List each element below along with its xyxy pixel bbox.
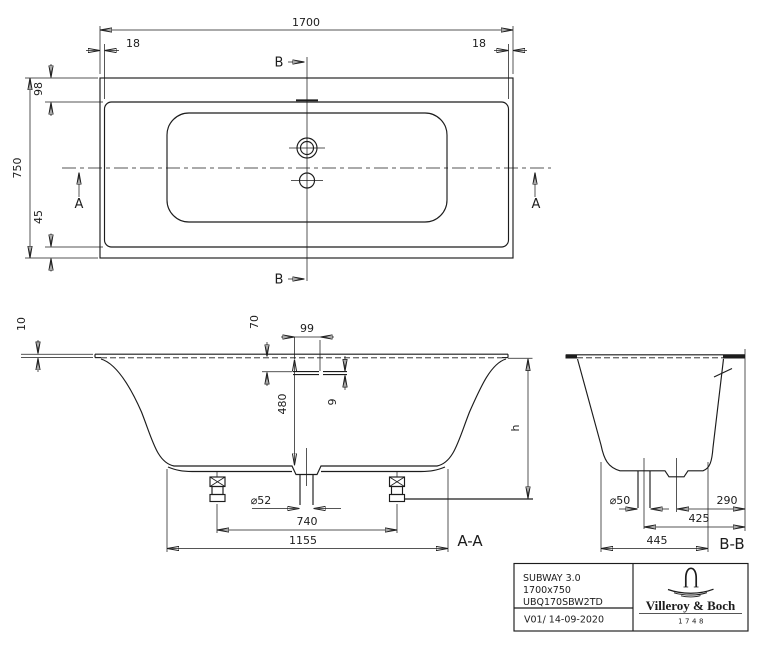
section-bb-label: B-B [719, 535, 744, 553]
section-bb-view [565, 354, 745, 529]
dim-dia52: ⌀52 [251, 494, 272, 507]
aa-foot-right [388, 471, 406, 503]
section-bb-dimensions: ⌀50 290 425 445 B-B [600, 349, 746, 553]
dim-750: 750 [11, 158, 24, 179]
dim-9: 9 [326, 399, 339, 406]
dim-18-right: 18 [472, 37, 486, 50]
title-block: SUBWAY 3.0 1700x750 UBQ170SBW2TD V01/ 14… [513, 562, 749, 632]
dim-h: h [509, 424, 522, 431]
dim-70: 70 [248, 315, 261, 329]
brand-name: Villeroy & Boch [646, 598, 736, 613]
dim-98: 98 [32, 82, 45, 96]
bb-rim-end-right [723, 354, 745, 359]
dim-740: 740 [297, 515, 318, 528]
dim-10: 10 [15, 317, 28, 331]
bb-basin-profile [576, 358, 725, 478]
article-number: UBQ170SBW2TD [523, 597, 603, 608]
dim-18-left: 18 [126, 37, 140, 50]
bb-overflow-mark [713, 367, 733, 378]
tub-rim-inner-edge [103, 101, 510, 248]
dim-425: 425 [689, 512, 710, 525]
brand-founded: 1748 [678, 618, 706, 626]
model-name: SUBWAY 3.0 [523, 573, 581, 584]
section-a-label-right: A [532, 197, 541, 212]
top-view [62, 57, 551, 281]
dim-99: 99 [300, 322, 314, 335]
aa-basin-profile [100, 358, 507, 476]
top-view-dimensions: 1700 18 18 98 750 45 A A B B [11, 16, 541, 288]
aa-floor-outer-left [167, 466, 292, 473]
aa-floor-outer-right [321, 466, 446, 473]
title-block-border [513, 562, 749, 632]
dim-290: 290 [717, 494, 738, 507]
dim-1700: 1700 [292, 16, 320, 29]
section-b-label-bottom: B [275, 273, 284, 288]
model-size: 1700x750 [523, 585, 571, 596]
dim-45: 45 [32, 210, 45, 224]
bb-rim-end-left [565, 354, 577, 359]
section-aa-dimensions: 10 70 99 9 480 h ⌀52 740 1155 A-A [15, 315, 533, 552]
revision-date: V01/ 14-09-2020 [524, 615, 604, 626]
section-b-label-top: B [275, 56, 284, 71]
section-aa-label: A-A [457, 532, 483, 550]
brand-logo-icon [667, 567, 714, 598]
section-aa-view [94, 353, 533, 505]
dim-1155: 1155 [289, 534, 317, 547]
section-a-label-left: A [75, 197, 84, 212]
dim-445: 445 [647, 534, 668, 547]
dim-480: 480 [276, 394, 289, 415]
dim-dia50: ⌀50 [610, 494, 631, 507]
aa-foot-left [209, 471, 226, 503]
